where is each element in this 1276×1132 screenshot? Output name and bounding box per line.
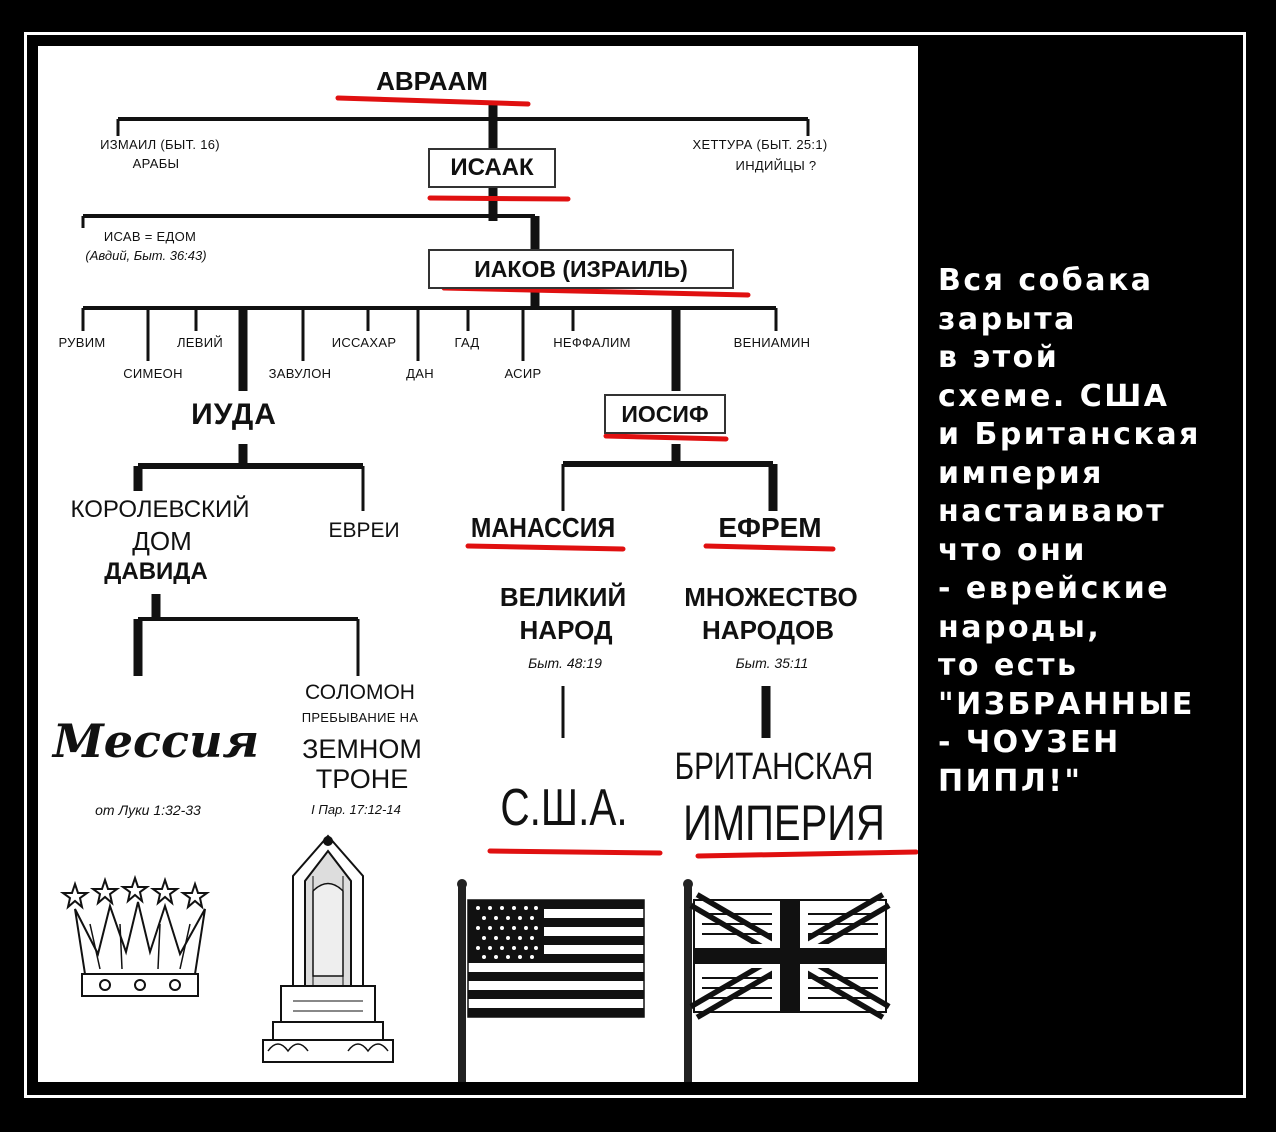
- caption-line: что они: [938, 532, 1087, 568]
- node-avraam: АВРААМ: [376, 66, 488, 96]
- node-korolevskiy-2: ДОМ: [132, 526, 192, 556]
- diagram-lines: [59, 95, 918, 1082]
- node-indiitsy: ИНДИЙЦЫ ?: [735, 158, 817, 173]
- node-isaak: ИСААК: [428, 148, 556, 188]
- caption-line: Вся собака: [938, 263, 1154, 298]
- node-messiya: Мессия: [52, 714, 260, 768]
- node-araby: АРАБЫ: [132, 156, 180, 171]
- usa-flag-icon: [457, 879, 645, 1082]
- node-issahar: ИССАХАР: [331, 335, 397, 350]
- node-isav-ref: (Авдий, Быт. 36:43): [85, 248, 207, 263]
- node-solomon: СОЛОМОН: [305, 681, 415, 704]
- throne-icon: [262, 834, 394, 1063]
- node-korolevskiy-1: КОРОЛЕВСКИЙ: [70, 496, 250, 523]
- node-leviy: ЛЕВИЙ: [176, 335, 224, 350]
- node-imperiya: ИМПЕРИЯ: [683, 795, 885, 851]
- uk-flag-icon: [683, 879, 891, 1082]
- node-usa: С.Ш.А.: [500, 779, 628, 837]
- caption-line: зарыта: [938, 301, 1077, 337]
- node-zavulon: ЗАВУЛОН: [268, 366, 332, 381]
- caption-line: ПИПЛ!": [938, 763, 1083, 799]
- caption-line: империя: [938, 455, 1104, 491]
- caption-line: то есть: [938, 648, 1079, 683]
- node-korolevskiy-3: ДАВИДА: [104, 558, 208, 585]
- crown-icon: [59, 874, 211, 997]
- node-veniamin: ВЕНИАМИН: [733, 335, 811, 350]
- node-gad: ГАД: [454, 335, 480, 350]
- node-velikiy-2: НАРОД: [519, 615, 613, 645]
- node-asir: АСИР: [504, 366, 542, 381]
- caption-line: - ЧОУЗЕН: [938, 725, 1121, 760]
- caption-line: народы,: [938, 609, 1102, 645]
- node-neffalim: НЕФФАЛИМ: [553, 335, 631, 350]
- node-solomon-ref: I Пар. 17:12-14: [311, 802, 401, 817]
- node-messiya-ref: от Луки 1:32-33: [95, 802, 201, 818]
- caption-line: - еврейские: [938, 571, 1171, 606]
- node-britanskaya: БРИТАНСКАЯ: [674, 746, 874, 788]
- caption-line: и Британская: [938, 417, 1201, 452]
- node-mnozhestvo-1: МНОЖЕСТВО: [684, 582, 858, 612]
- node-iuda: ИУДА: [191, 398, 277, 431]
- node-isav: ИСАВ = ЕДОМ: [103, 229, 197, 244]
- caption-line: "ИЗБРАННЫЕ: [938, 686, 1195, 722]
- node-hettura: ХЕТТУРА (БЫТ. 25:1): [692, 137, 828, 152]
- node-zemnom: ЗЕМНОМ: [302, 734, 422, 764]
- node-evrei: ЕВРЕИ: [328, 519, 400, 542]
- node-dan: ДАН: [406, 366, 434, 381]
- caption-line: схеме. США: [938, 378, 1170, 414]
- caption-line: настаивают: [938, 494, 1167, 529]
- node-iosif: ИОСИФ: [604, 394, 726, 434]
- node-izmail: ИЗМАИЛ (БЫТ. 16): [100, 137, 220, 152]
- node-ruvim: РУВИМ: [58, 335, 106, 350]
- node-mnozhestvo-2: НАРОДОВ: [702, 615, 834, 645]
- poster-frame: [24, 32, 1246, 1098]
- node-efrem: ЕФРЕМ: [718, 512, 822, 543]
- caption-line: в этой: [938, 340, 1060, 375]
- genealogy-diagram: АВРААМ ИЗМАИЛ (БЫТ. 16) АРАБЫ ИСААК ХЕТТ…: [38, 46, 918, 1082]
- node-prebyvanie: ПРЕБЫВАНИЕ НА: [301, 710, 419, 725]
- node-simeon: СИМЕОН: [123, 366, 183, 381]
- caption-text: Вся собака зарыта в этой схеме. США и Бр…: [938, 262, 1238, 801]
- node-velikiy-1: ВЕЛИКИЙ: [499, 582, 627, 612]
- node-mnozhestvo-ref: Быт. 35:11: [735, 655, 809, 671]
- node-trone: ТРОНЕ: [315, 764, 409, 794]
- node-manassiya: МАНАССИЯ: [470, 512, 616, 543]
- node-velikiy-ref: Быт. 48:19: [528, 655, 602, 671]
- node-iakov: ИАКОВ (ИЗРАИЛЬ): [428, 249, 734, 289]
